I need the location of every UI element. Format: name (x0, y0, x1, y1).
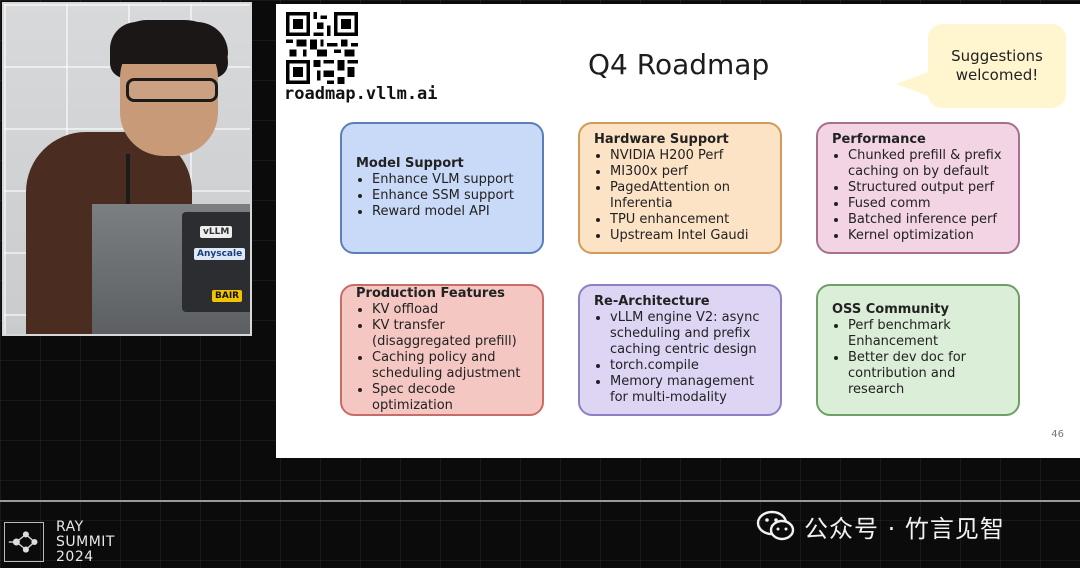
laptop-sticker-vllm: vLLM (200, 226, 233, 238)
card-list-item: PagedAttention on Inferentia (610, 180, 772, 212)
ray-logo-icon (4, 522, 44, 562)
event-name: RAY SUMMIT 2024 (56, 520, 115, 565)
card-list-item: Kernel optimization (848, 228, 1010, 244)
speech-bubble-tail (896, 70, 934, 98)
card-list: Perf benchmark EnhancementBetter dev doc… (832, 318, 1010, 398)
roadmap-url: roadmap.vllm.ai (284, 84, 438, 104)
slide-title: Q4 Roadmap (588, 48, 770, 81)
laptop-sticker-anyscale: Anyscale (194, 248, 246, 260)
card-list: KV offloadKV transfer (disaggregated pre… (356, 302, 534, 414)
footer-divider (0, 500, 1080, 502)
card-list-item: KV offload (372, 302, 534, 318)
card-list: NVIDIA H200 PerfMI300x perfPagedAttentio… (594, 148, 772, 244)
event-line-year: 2024 (56, 549, 94, 565)
card-title: Hardware Support (594, 132, 729, 147)
card-list-item: Spec decode optimization (372, 382, 534, 414)
card-list-item: Batched inference perf (848, 212, 1010, 228)
card-list-item: NVIDIA H200 Perf (610, 148, 772, 164)
card-title: Model Support (356, 156, 464, 171)
card-list-item: torch.compile (610, 358, 772, 374)
card-production-features: Production Features KV offloadKV transfe… (340, 284, 544, 416)
card-list-item: Better dev doc for contribution and rese… (848, 350, 1010, 398)
wechat-watermark: 公众号 · 竹言见智 (756, 506, 1005, 546)
speaker-hair-front (110, 22, 228, 64)
speaker-camera-feed: vLLM Anyscale BAIR (2, 2, 252, 336)
card-list-item: MI300x perf (610, 164, 772, 180)
card-title: OSS Community (832, 302, 949, 317)
wechat-icon (756, 510, 795, 541)
card-hardware-support: Hardware Support NVIDIA H200 PerfMI300x … (578, 122, 782, 254)
slide-page-number: 46 (1051, 429, 1064, 440)
card-title: Performance (832, 132, 926, 147)
suggestions-text: Suggestions welcomed! (951, 47, 1043, 84)
card-list-item: Structured output perf (848, 180, 1010, 196)
card-list-item: Chunked prefill & prefix caching on by d… (848, 148, 1010, 180)
watermark-text: 公众号 · 竹言见智 (804, 514, 1005, 543)
laptop-sticker-bair: BAIR (212, 290, 243, 302)
card-list-item: KV transfer (disaggregated prefill) (372, 318, 534, 350)
card-list-item: Upstream Intel Gaudi (610, 228, 772, 244)
card-list-item: Enhance VLM support (372, 172, 534, 188)
card-oss-community: OSS Community Perf benchmark Enhancement… (816, 284, 1020, 416)
card-list-item: Perf benchmark Enhancement (848, 318, 1010, 350)
card-model-support: Model Support Enhance VLM supportEnhance… (340, 122, 544, 254)
presentation-slide: roadmap.vllm.ai Q4 Roadmap Suggestions w… (276, 4, 1080, 458)
card-list-item: Memory management for multi-modality (610, 374, 772, 406)
card-list-item: vLLM engine V2: async scheduling and pre… (610, 310, 772, 358)
event-line-ray: RAY (56, 519, 84, 535)
speaker-glasses (126, 78, 218, 102)
card-list: Enhance VLM supportEnhance SSM supportRe… (356, 172, 534, 220)
card-performance: Performance Chunked prefill & prefix cac… (816, 122, 1020, 254)
card-list-item: Caching policy and scheduling adjustment (372, 350, 534, 382)
qr-code-icon (286, 12, 358, 84)
card-list-item: Enhance SSM support (372, 188, 534, 204)
card-list-item: Fused comm (848, 196, 1010, 212)
laptop: vLLM Anyscale BAIR (182, 212, 250, 312)
suggestions-bubble: Suggestions welcomed! (928, 24, 1066, 108)
card-title: Re-Architecture (594, 294, 710, 309)
event-line-summit: SUMMIT (56, 534, 115, 550)
card-list: Chunked prefill & prefix caching on by d… (832, 148, 1010, 244)
card-title: Production Features (356, 286, 505, 301)
card-re-architecture: Re-Architecture vLLM engine V2: async sc… (578, 284, 782, 416)
card-list: vLLM engine V2: async scheduling and pre… (594, 310, 772, 406)
card-list-item: Reward model API (372, 204, 534, 220)
card-list-item: TPU enhancement (610, 212, 772, 228)
